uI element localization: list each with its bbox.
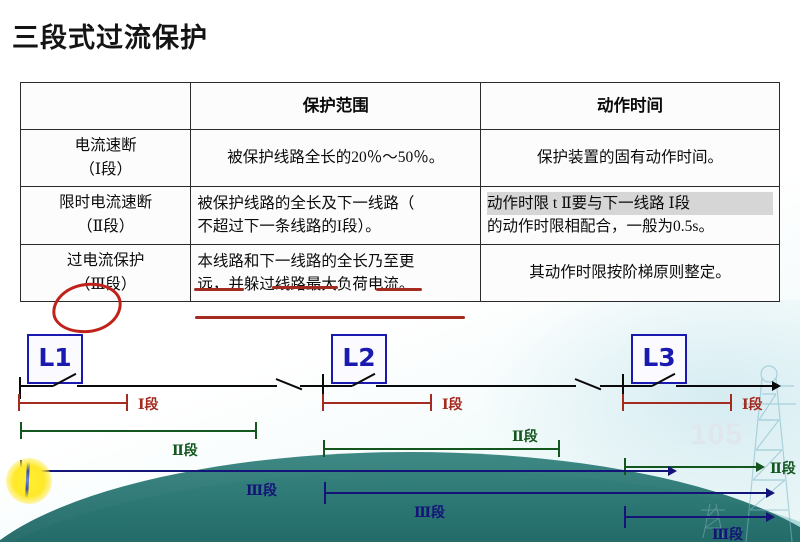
stage3-bar2-arrow-icon xyxy=(766,488,775,498)
stage2-bar2-label: Ⅱ段 xyxy=(512,430,538,445)
row1-name-cell: 电流速断 （Ⅰ段） xyxy=(19,128,192,188)
stage1-bar2-label: Ⅰ段 xyxy=(442,398,463,413)
stage2-bar1 xyxy=(20,430,257,432)
stage3-bar1-arrow-icon xyxy=(668,466,677,476)
line-seg-3 xyxy=(676,385,774,387)
row2-scope-line2: 不超过下一条线路的I段）。 xyxy=(197,218,381,236)
stage1-bar3-cap-right xyxy=(730,394,732,411)
stage3-bar3 xyxy=(624,516,768,518)
stage1-bar3-label: Ⅰ段 xyxy=(742,398,763,413)
row1-scope-cell: 被保护线路全长的20％～50％。 xyxy=(190,128,482,188)
page-title: 三段式过流保护 xyxy=(12,23,208,54)
header-blank-cell xyxy=(19,82,192,130)
stage2-bar3 xyxy=(624,466,758,468)
row3-name-cell: 过电流保护 （Ⅲ段） xyxy=(19,243,192,303)
stage2-bar1-cap-right xyxy=(255,422,257,439)
row2-name-cell: 限时电流速断 （Ⅱ段） xyxy=(19,186,192,245)
bus-tick-l1 xyxy=(19,377,21,399)
row2-time-line1: 动作时限 t Ⅱ要与下一线路 Ⅰ段 xyxy=(487,192,773,216)
stage3-bar3-arrow-icon xyxy=(766,512,775,522)
stage3-bar1 xyxy=(20,470,670,472)
row2-name-line2: （Ⅱ段） xyxy=(77,218,135,236)
row3-scope-line2: 远，并躲过线路最大负荷电流。 xyxy=(197,275,415,293)
row2-name-line1: 限时电流速断 xyxy=(59,194,153,212)
stage1-bar2 xyxy=(322,402,432,404)
row1-name-line2: （Ⅰ段） xyxy=(79,161,132,179)
bus-label-l1: L1 xyxy=(27,334,83,384)
bus-label-l2: L2 xyxy=(331,334,387,384)
transmission-tower-small-graphic xyxy=(701,503,725,538)
row3-scope-cell: 本线路和下一线路的全长乃至更 远，并躲过线路最大负荷电流。 xyxy=(190,243,482,303)
stage3-bar2-label: Ⅲ段 xyxy=(414,506,446,521)
row2-time-cell: 动作时限 t Ⅱ要与下一线路 Ⅰ段 的动作时限相配合，一般为0.5s。 xyxy=(480,186,780,245)
stage1-bar2-cap-right xyxy=(430,394,432,411)
breaker-blade-l2-in xyxy=(275,378,303,391)
row3-name-line2: （Ⅲ段） xyxy=(74,275,137,293)
stage1-bar3 xyxy=(622,402,732,404)
stage1-bar1-cap-right xyxy=(126,394,128,411)
slide-watermark: 105 xyxy=(690,418,744,451)
line-seg-l1a xyxy=(19,385,53,387)
row3-name-line1: 过电流保护 xyxy=(66,251,145,269)
row1-time-cell: 保护装置的固有动作时间。 xyxy=(480,128,780,188)
stage2-bar2 xyxy=(323,448,560,450)
stage1-bar1 xyxy=(18,402,128,404)
stage3-bar3-label: Ⅲ段 xyxy=(712,528,744,542)
row3-time-cell: 其动作时限按阶梯原则整定。 xyxy=(480,243,780,303)
stage2-bar1-label: Ⅱ段 xyxy=(172,444,198,459)
line-seg-l3a xyxy=(600,385,652,387)
stage2-bar2-cap-right xyxy=(558,440,560,457)
row1-name-line1: 电流速断 xyxy=(74,137,137,154)
stage1-bar1-label: Ⅰ段 xyxy=(138,398,159,413)
stage3-bar2 xyxy=(324,492,768,494)
stage2-bar3-arrow-icon xyxy=(756,462,765,472)
stage3-bar1-label: Ⅲ段 xyxy=(246,484,278,499)
line-seg-2 xyxy=(376,385,576,387)
row2-scope-line1: 被保护线路的全长及下一线路（ xyxy=(197,195,415,213)
row2-time-line2: 的动作时限相配合，一般为0.5s。 xyxy=(487,218,714,236)
row2-scope-cell: 被保护线路的全长及下一线路（ 不超过下一条线路的I段）。 xyxy=(190,186,482,245)
table-row: 过电流保护 （Ⅲ段） 本线路和下一线路的全长乃至更 远，并躲过线路最大负荷电流。… xyxy=(19,243,780,303)
protection-zone-diagram: L1 L2 L3 Ⅰ段 Ⅰ段 Ⅰ段 xyxy=(0,330,800,542)
header-scope: 保护范围 xyxy=(190,82,482,130)
bus-label-l3: L3 xyxy=(631,334,687,384)
table-row: 电流速断 （Ⅰ段） 被保护线路全长的20％～50％。 保护装置的固有动作时间。 xyxy=(19,128,780,188)
header-time: 动作时间 xyxy=(480,82,780,130)
line-seg-1 xyxy=(77,385,277,387)
table-header-row: 保护范围 动作时间 xyxy=(19,82,780,130)
row3-time-text: 其动作时限按阶梯原则整定。 xyxy=(529,264,731,282)
row3-scope-line1: 本线路和下一线路的全长乃至更 xyxy=(197,252,415,270)
breaker-blade-l3-in xyxy=(574,378,602,391)
table-row: 限时电流速断 （Ⅱ段） 被保护线路的全长及下一线路（ 不超过下一条线路的I段）。… xyxy=(19,186,780,245)
stage2-bar3-label: Ⅱ段 xyxy=(770,462,796,477)
protection-summary-table: 保护范围 动作时间 电流速断 （Ⅰ段） 被保护线路全长的20％～50％。 保护装… xyxy=(19,82,780,303)
line-end-arrow-icon xyxy=(772,381,781,391)
line-seg-l2a xyxy=(300,385,352,387)
